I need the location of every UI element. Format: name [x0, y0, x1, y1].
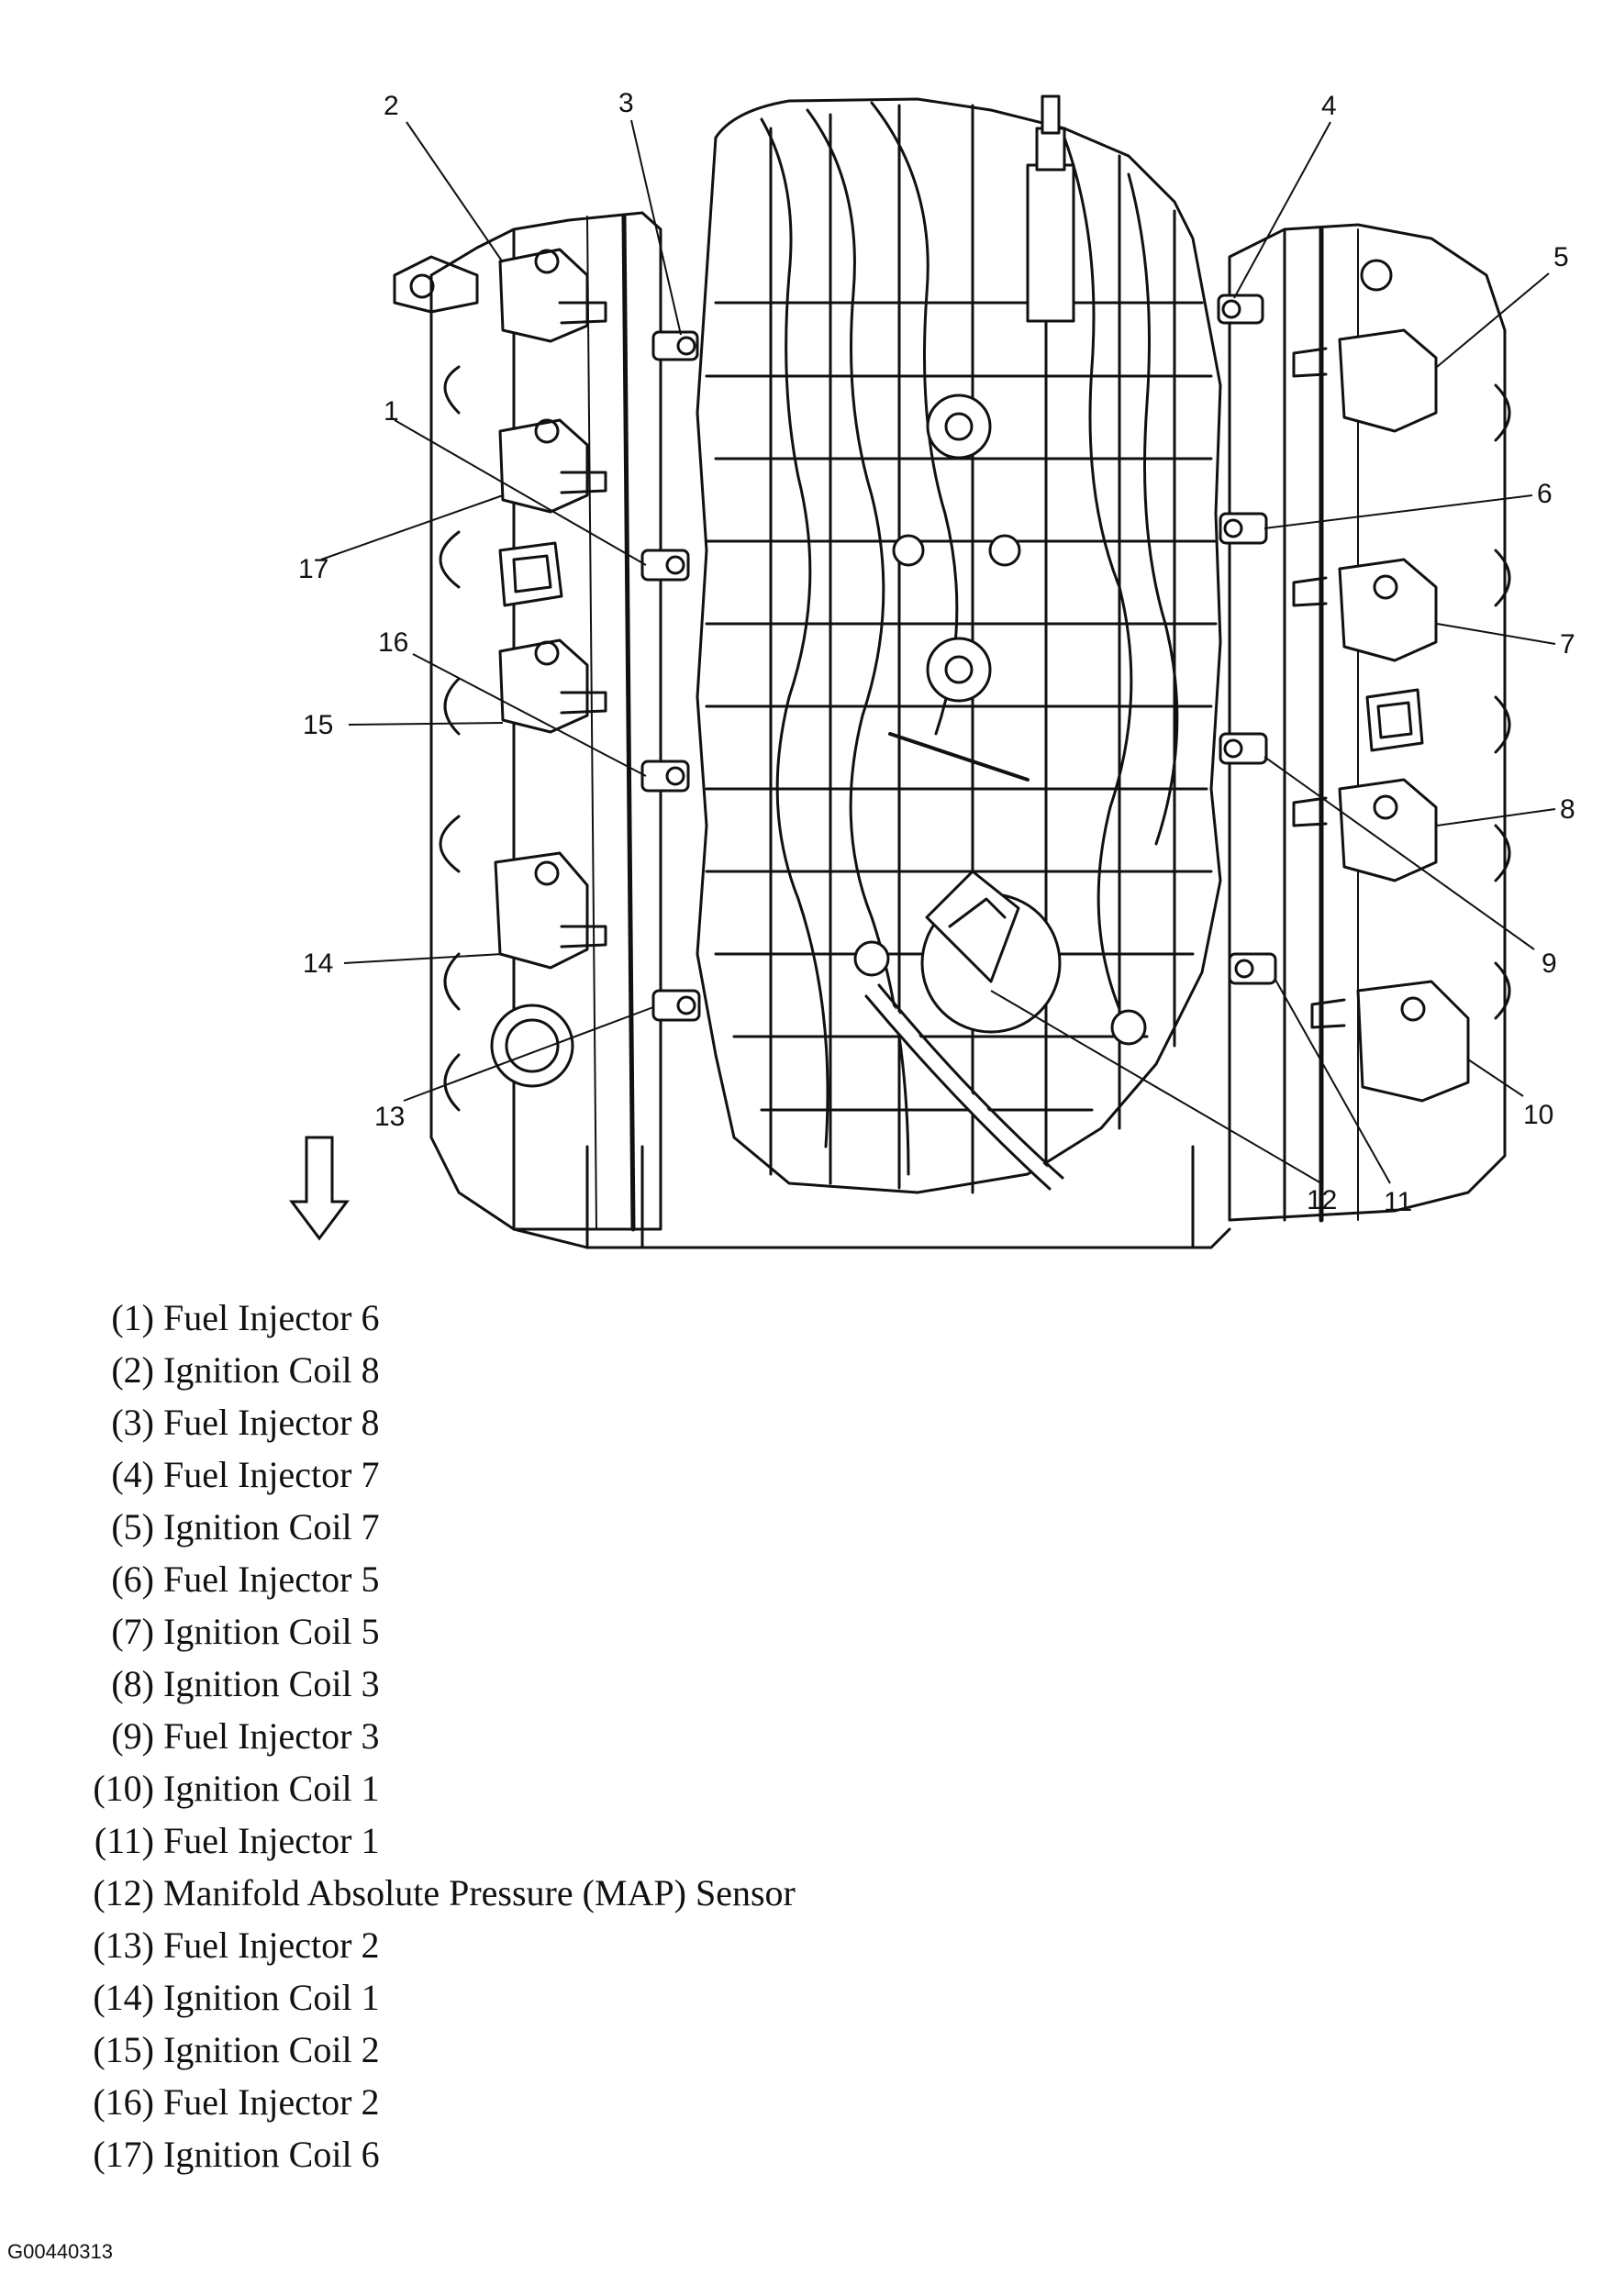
- map-sensor: [920, 870, 1062, 1034]
- ignition-coil-6: [498, 418, 607, 514]
- legend-item-number: (15): [93, 2029, 154, 2070]
- fuel-injector-2-lower: [651, 989, 701, 1022]
- legend-item-label: Ignition Coil 5: [163, 1611, 380, 1652]
- callout-3: 3: [618, 88, 634, 118]
- legend-item-number: (16): [93, 2081, 154, 2123]
- fuel-injector-7: [1217, 294, 1264, 325]
- legend-item: (3)Fuel Injector 8: [84, 1396, 1185, 1448]
- ignition-coil-3: [1292, 778, 1438, 882]
- legend-item: (12)Manifold Absolute Pressure (MAP) Sen…: [84, 1867, 1185, 1919]
- legend-item-number: (5): [111, 1506, 154, 1547]
- right-cylinder-bank: [1228, 223, 1511, 1223]
- callout-4: 4: [1321, 91, 1337, 121]
- callout-2: 2: [384, 91, 399, 121]
- callout-10: 10: [1523, 1100, 1553, 1130]
- legend-item-label: Ignition Coil 8: [163, 1349, 380, 1391]
- legend-item: (4)Fuel Injector 7: [84, 1448, 1185, 1501]
- legend-item-label: Ignition Coil 1: [163, 1768, 380, 1809]
- throttle-body: [490, 1004, 574, 1088]
- legend-item-number: (8): [111, 1663, 154, 1704]
- legend-item-label: Fuel Injector 6: [163, 1297, 380, 1338]
- callout-6: 6: [1537, 479, 1553, 509]
- callout-11: 11: [1384, 1187, 1412, 1217]
- legend-item-number: (4): [111, 1454, 154, 1495]
- legend-item-number: (17): [93, 2134, 154, 2175]
- fuel-injector-8: [651, 330, 699, 361]
- fuel-injector-5: [1219, 512, 1268, 545]
- manifold-bolt-top: [926, 394, 992, 460]
- fuel-injector-3: [1219, 732, 1268, 765]
- leader-lines: [320, 119, 1556, 1184]
- legend-item-label: Fuel Injector 1: [163, 1820, 380, 1861]
- figure-code: G00440313: [7, 2240, 113, 2263]
- legend-item-label: Ignition Coil 6: [163, 2134, 380, 2175]
- legend-item: (13)Fuel Injector 2: [84, 1919, 1185, 1971]
- fuel-injector-1: [1228, 952, 1277, 985]
- callout-1: 1: [384, 396, 399, 427]
- callout-17: 17: [298, 554, 328, 584]
- callout-14: 14: [303, 948, 333, 979]
- callout-5: 5: [1553, 242, 1569, 272]
- legend-item-number: (13): [93, 1924, 154, 1966]
- parts-legend: (1)Fuel Injector 6(2)Ignition Coil 8(3)F…: [84, 1292, 1185, 2180]
- legend-item-label: Fuel Injector 7: [163, 1454, 380, 1495]
- legend-item-label: Fuel Injector 3: [163, 1715, 380, 1757]
- legend-item-number: (3): [111, 1402, 154, 1443]
- legend-item: (11)Fuel Injector 1: [84, 1814, 1185, 1867]
- engine-diagram: 1 2 3 4 5 6 7 8 9 10 11 12 13 14 15 16 1…: [289, 88, 1575, 1249]
- legend-item-label: Ignition Coil 3: [163, 1663, 380, 1704]
- manifold-bolt-mid: [926, 637, 992, 703]
- intake-manifold: [696, 94, 1222, 1194]
- fuel-rail-feed: [1026, 94, 1075, 323]
- ignition-coil-2: [498, 638, 607, 734]
- ignition-coil-1-right: [1310, 980, 1470, 1103]
- legend-item-label: Fuel Injector 2: [163, 2081, 380, 2123]
- ignition-coil-5: [1292, 558, 1438, 662]
- legend-item: (5)Ignition Coil 7: [84, 1501, 1185, 1553]
- legend-item-number: (1): [111, 1297, 154, 1338]
- legend-item-label: Ignition Coil 2: [163, 2029, 380, 2070]
- callout-labels: 1 2 3 4 5 6 7 8 9 10 11 12 13 14 15 16 1…: [298, 88, 1575, 1217]
- legend-item: (2)Ignition Coil 8: [84, 1344, 1185, 1396]
- fuel-injector-6: [640, 549, 690, 582]
- legend-item-label: Ignition Coil 7: [163, 1506, 380, 1547]
- ignition-coil-8: [498, 248, 607, 343]
- legend-item-label: Fuel Injector 8: [163, 1402, 380, 1443]
- callout-15: 15: [303, 710, 333, 740]
- legend-item-label: Fuel Injector 5: [163, 1558, 380, 1600]
- legend-item: (8)Ignition Coil 3: [84, 1658, 1185, 1710]
- legend-item-number: (14): [93, 1977, 154, 2018]
- legend-item: (17)Ignition Coil 6: [84, 2128, 1185, 2180]
- connector-right-1: [1365, 688, 1424, 752]
- legend-item: (15)Ignition Coil 2: [84, 2024, 1185, 2076]
- legend-item-label: Manifold Absolute Pressure (MAP) Sensor: [163, 1872, 796, 1913]
- front-direction-arrow: [289, 1136, 350, 1241]
- legend-item: (6)Fuel Injector 5: [84, 1553, 1185, 1605]
- legend-item: (9)Fuel Injector 3: [84, 1710, 1185, 1762]
- callout-12: 12: [1307, 1185, 1337, 1215]
- legend-item: (16)Fuel Injector 2: [84, 2076, 1185, 2128]
- legend-item: (7)Ignition Coil 5: [84, 1605, 1185, 1658]
- callout-13: 13: [374, 1102, 405, 1132]
- ignition-coil-7: [1292, 259, 1438, 433]
- legend-item-number: (2): [111, 1349, 154, 1391]
- legend-item: (14)Ignition Coil 1: [84, 1971, 1185, 2024]
- legend-item-number: (6): [111, 1558, 154, 1600]
- legend-item-number: (12): [93, 1872, 154, 1913]
- fuel-injector-2-upper: [640, 760, 690, 793]
- legend-item-number: (11): [94, 1820, 154, 1861]
- legend-item-number: (9): [111, 1715, 154, 1757]
- legend-item: (1)Fuel Injector 6: [84, 1292, 1185, 1344]
- legend-item-number: (7): [111, 1611, 154, 1652]
- callout-9: 9: [1542, 948, 1557, 979]
- legend-item-number: (10): [93, 1768, 154, 1809]
- legend-item: (10)Ignition Coil 1: [84, 1762, 1185, 1814]
- callout-8: 8: [1560, 794, 1575, 825]
- legend-item-label: Fuel Injector 2: [163, 1924, 380, 1966]
- callout-16: 16: [378, 627, 408, 658]
- callout-7: 7: [1560, 629, 1575, 660]
- left-cylinder-bank: [393, 211, 662, 1232]
- connector-left-1: [498, 541, 563, 607]
- legend-item-label: Ignition Coil 1: [163, 1977, 380, 2018]
